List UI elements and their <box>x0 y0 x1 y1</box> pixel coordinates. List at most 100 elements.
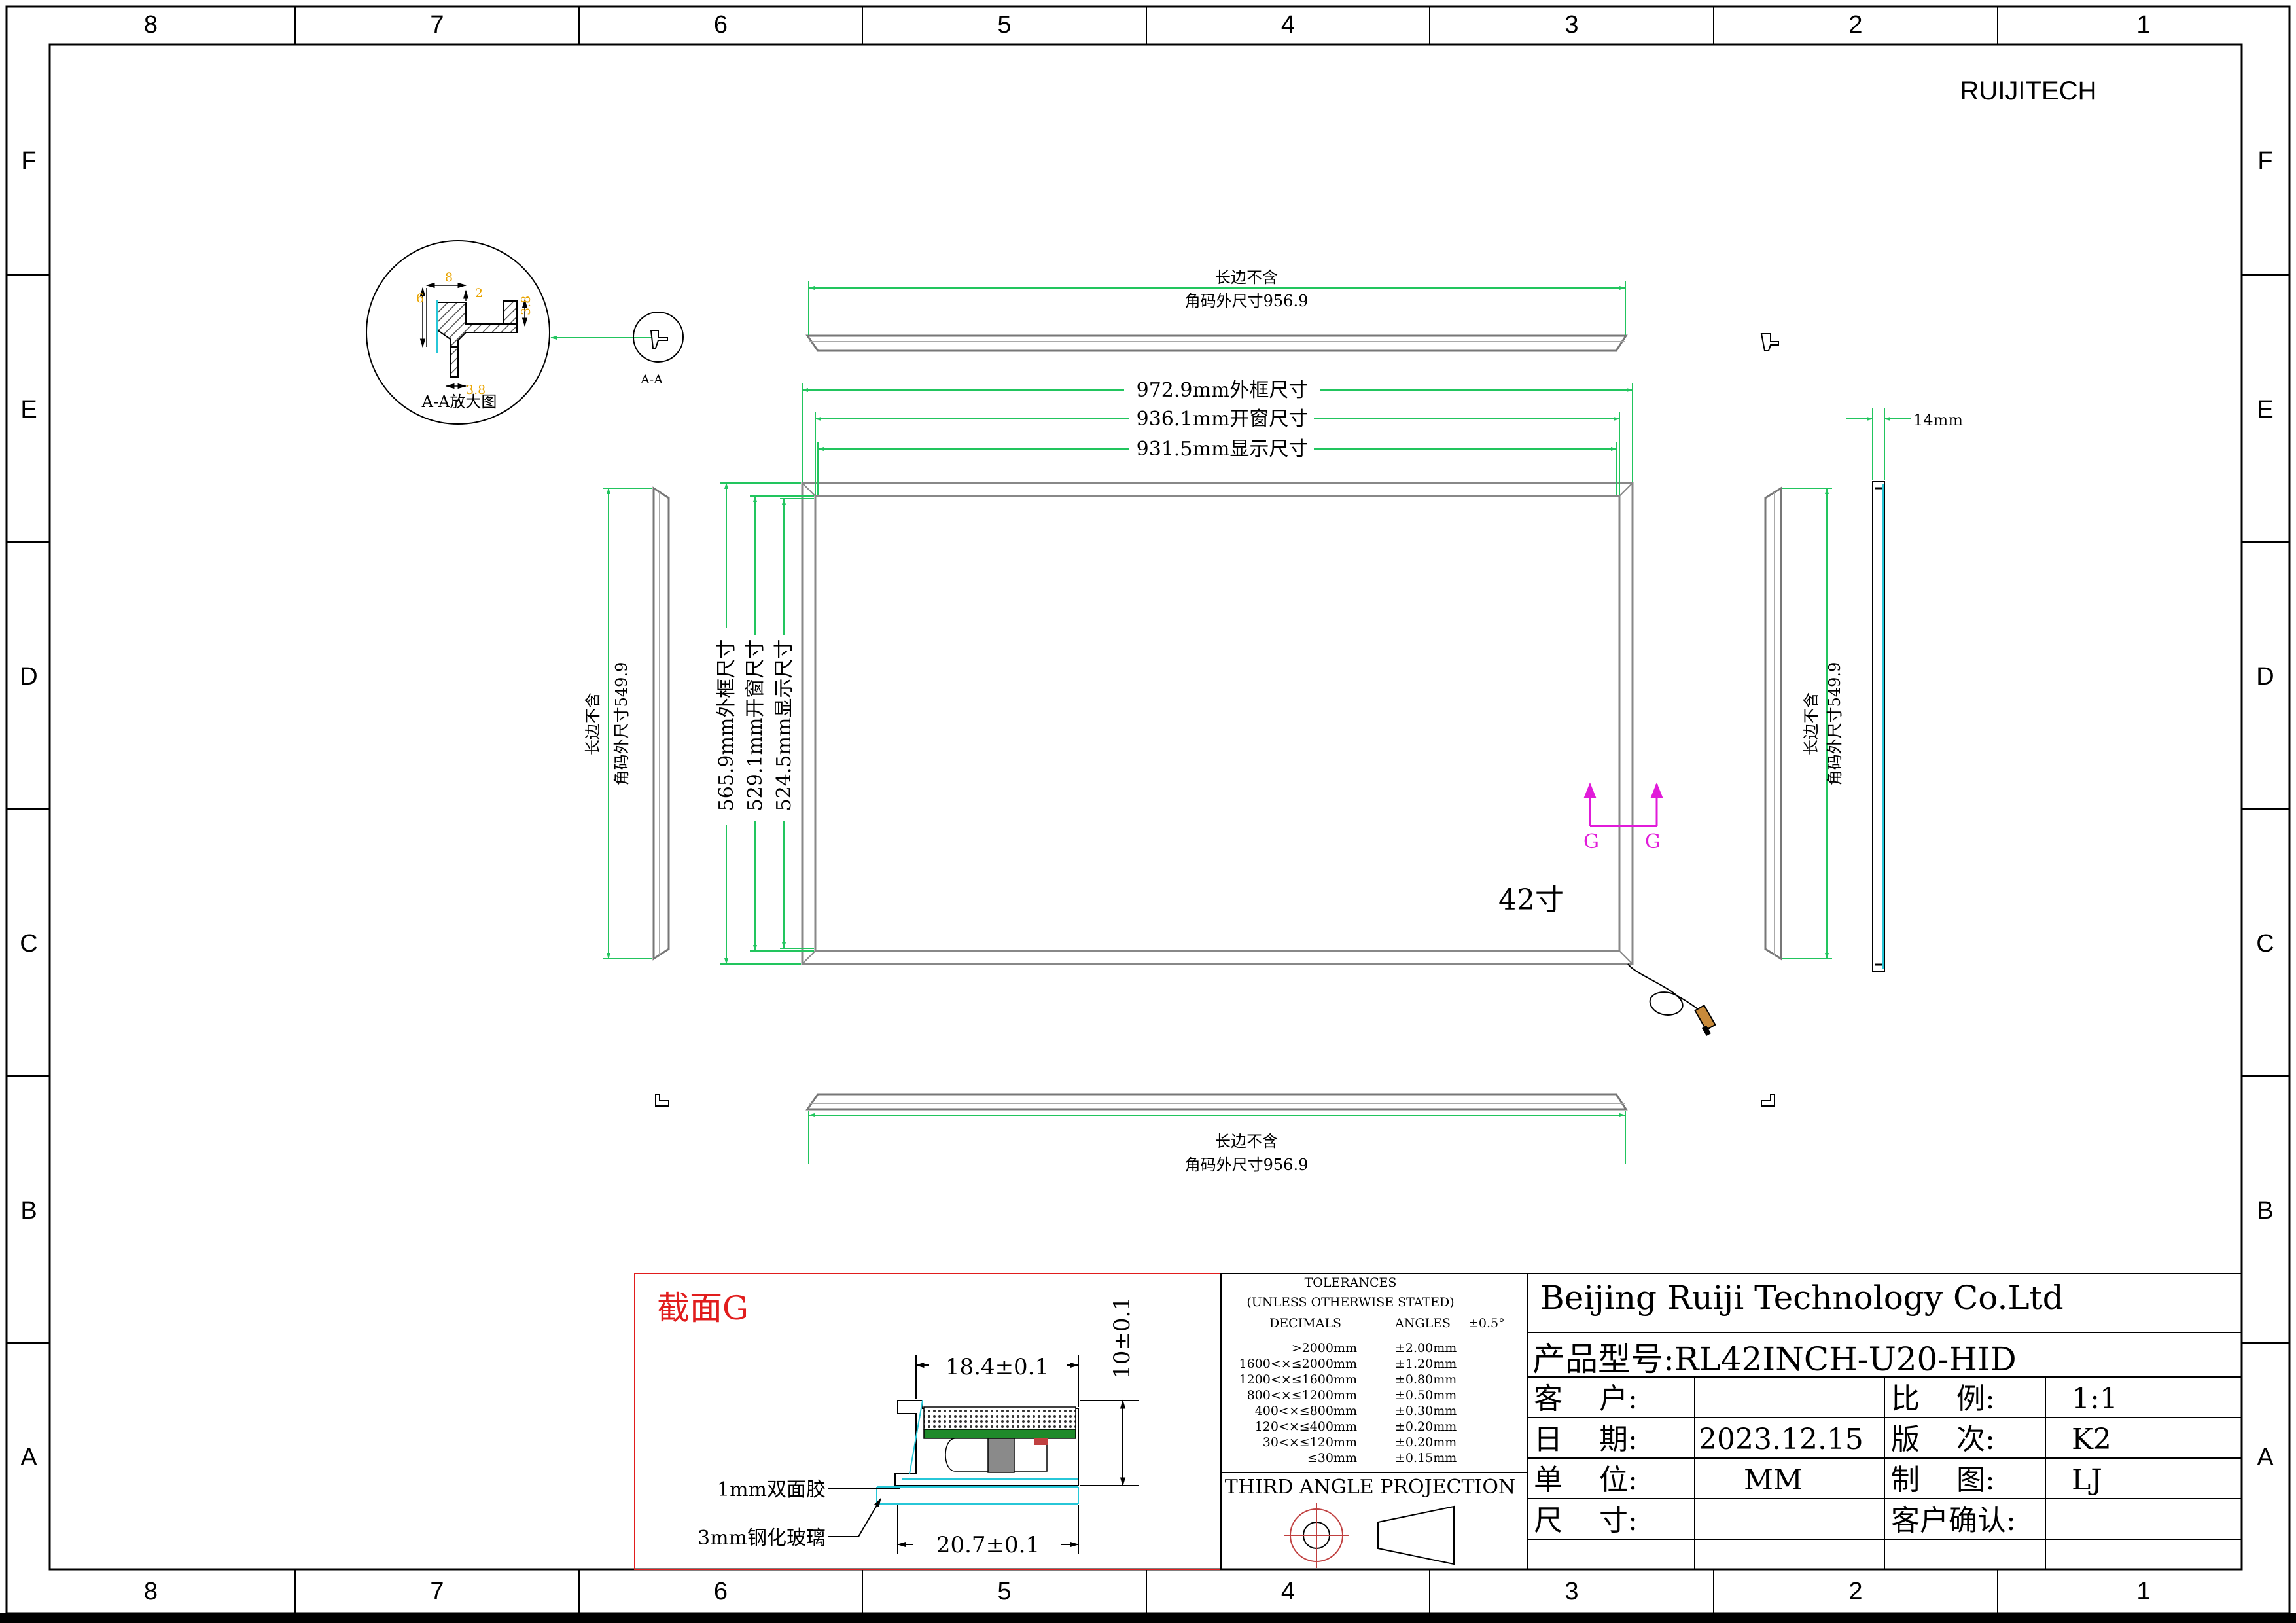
detail-dim-4: 3.8 <box>519 296 533 315</box>
detail-dim-5: 3.8 <box>466 383 486 397</box>
row-label: A <box>2257 1444 2274 1471</box>
section-marker-right: G <box>1645 830 1661 853</box>
dim-display-width: 931.5mm显示尺寸 <box>1137 438 1309 461</box>
column-label: 7 <box>430 1578 444 1605</box>
column-label: 3 <box>1564 11 1578 39</box>
row-label: F <box>2257 147 2272 175</box>
row-label: F <box>21 147 36 175</box>
dim-display-height: 524.5mm显示尺寸 <box>773 639 796 812</box>
tolerance-range: 400<×≤800mm <box>1255 1404 1357 1418</box>
section-marker-left: G <box>1583 830 1599 853</box>
projection-symbol <box>1284 1503 1455 1568</box>
side-thickness-view: 14mm <box>1846 408 1963 972</box>
row-label: D <box>20 663 37 690</box>
dim-window-width: 936.1mm开窗尺寸 <box>1137 408 1309 431</box>
column-label: 2 <box>1848 11 1862 39</box>
column-label: 5 <box>997 1578 1011 1605</box>
drawn-value: LJ <box>2072 1463 2102 1497</box>
column-label: 8 <box>144 1578 158 1605</box>
bottom-edge-profile: 长边不含 角码外尺寸956.9 <box>805 1093 1628 1174</box>
tolerance-decimals-header: DECIMALS <box>1269 1316 1341 1330</box>
section-marker-gg: G G <box>1583 782 1663 853</box>
screen-size-label: 42寸 <box>1498 883 1564 917</box>
tolerance-range: 120<×≤400mm <box>1255 1419 1357 1434</box>
column-label: 4 <box>1281 11 1295 39</box>
tolerance-range: 30<×≤120mm <box>1263 1435 1357 1450</box>
customer-label: 客 户: <box>1534 1382 1638 1416</box>
column-label: 1 <box>2136 11 2150 39</box>
tolerance-range: >2000mm <box>1292 1341 1357 1355</box>
row-ticks <box>7 274 2289 1344</box>
detail-view-aa: 8 6 2 3.8 3.8 A-A放大图 <box>366 240 654 425</box>
drawn-label: 制 图: <box>1891 1463 1995 1497</box>
top-edge-label-2: 角码外尺寸956.9 <box>1185 292 1309 310</box>
sheet-border <box>0 5 2296 1623</box>
tolerance-range: 1200<×≤1600mm <box>1239 1372 1358 1387</box>
column-label: 6 <box>714 11 728 39</box>
section-width-top: 18.4±0.1 <box>945 1354 1049 1380</box>
column-label: 1 <box>2136 1578 2150 1605</box>
tolerance-value: ±0.20mm <box>1395 1419 1457 1434</box>
dim-outer-width: 972.9mm外框尺寸 <box>1137 379 1309 402</box>
tolerance-title: TOLERANCES <box>1305 1275 1397 1290</box>
column-label: 8 <box>144 11 158 39</box>
tolerance-range: ≤30mm <box>1307 1451 1357 1465</box>
detail-label: A-A放大图 <box>421 393 497 411</box>
tolerance-block: TOLERANCES (UNLESS OTHERWISE STATED) DEC… <box>1220 1273 1528 1570</box>
section-height: 10±0.1 <box>1109 1296 1135 1379</box>
corner-key-icon-tr <box>1760 333 1779 351</box>
tolerance-value: ±0.30mm <box>1395 1404 1457 1418</box>
column-label: 7 <box>430 11 444 39</box>
unit-label: 单 位: <box>1534 1463 1638 1497</box>
tolerance-value: ±0.20mm <box>1395 1435 1457 1450</box>
section-width-bottom: 20.7±0.1 <box>936 1532 1040 1558</box>
section-title: 截面G <box>657 1289 749 1327</box>
tolerance-range: 800<×≤1200mm <box>1247 1388 1357 1402</box>
tolerance-value: ±0.80mm <box>1395 1372 1457 1387</box>
product-model: 产品型号:RL42INCH-U20-HID <box>1532 1340 2017 1378</box>
row-label: C <box>2256 930 2274 957</box>
corner-key-icon-br <box>1761 1094 1775 1107</box>
detail-profile <box>436 300 518 378</box>
row-label: A <box>20 1444 37 1471</box>
left-edge-profile: 长边不含 角码外尺寸549.9 <box>584 486 670 961</box>
row-label: D <box>2256 663 2274 690</box>
right-edge-label-2: 角码外尺寸549.9 <box>1826 662 1844 786</box>
left-edge-label-1: 长边不含 <box>584 692 602 755</box>
glass-label: 3mm钢化玻璃 <box>698 1527 826 1550</box>
dim-window-height: 529.1mm开窗尺寸 <box>744 639 767 812</box>
column-label: 4 <box>1281 1578 1295 1605</box>
top-edge-profile: 长边不含 角码外尺寸956.9 <box>805 268 1628 352</box>
unit-value: MM <box>1744 1463 1803 1497</box>
column-label: 3 <box>1564 1578 1578 1605</box>
projection-label: THIRD ANGLE PROJECTION <box>1225 1476 1515 1499</box>
row-label: B <box>2257 1197 2273 1224</box>
main-frame <box>801 482 1716 1037</box>
tolerance-value: ±2.00mm <box>1395 1341 1457 1355</box>
tolerance-range: 1600<×≤2000mm <box>1239 1357 1358 1371</box>
column-label: 2 <box>1848 1578 1862 1605</box>
dim-outer-height: 565.9mm外框尺寸 <box>715 639 738 812</box>
detail-marker-aa: A-A <box>633 312 684 387</box>
tolerance-angles-header: ANGLES <box>1394 1316 1451 1330</box>
top-edge-label-1: 长边不含 <box>1215 268 1278 287</box>
detail-dim-3: 2 <box>475 286 483 300</box>
date-value: 2023.12.15 <box>1699 1423 1863 1456</box>
confirm-label: 客户确认: <box>1891 1504 2016 1537</box>
tolerance-angles-value: ±0.5° <box>1468 1316 1505 1330</box>
column-label: 5 <box>997 11 1011 39</box>
right-edge-label-1: 长边不含 <box>1802 692 1820 755</box>
version-label: 版 次: <box>1891 1423 1995 1456</box>
thickness-dim: 14mm <box>1913 411 1963 429</box>
left-edge-label-2: 角码外尺寸549.9 <box>612 662 631 786</box>
tolerance-value: ±0.50mm <box>1395 1388 1457 1402</box>
bottom-edge-label-1: 长边不含 <box>1215 1132 1278 1150</box>
tolerance-rows: >2000mm±2.00mm1600<×≤2000mm±1.20mm1200<×… <box>1239 1341 1457 1465</box>
brand-name: RUIJITECH <box>1960 77 2097 105</box>
version-value: K2 <box>2072 1423 2111 1456</box>
detail-marker-label: A-A <box>640 372 663 387</box>
scale-value: 1:1 <box>2072 1382 2118 1416</box>
